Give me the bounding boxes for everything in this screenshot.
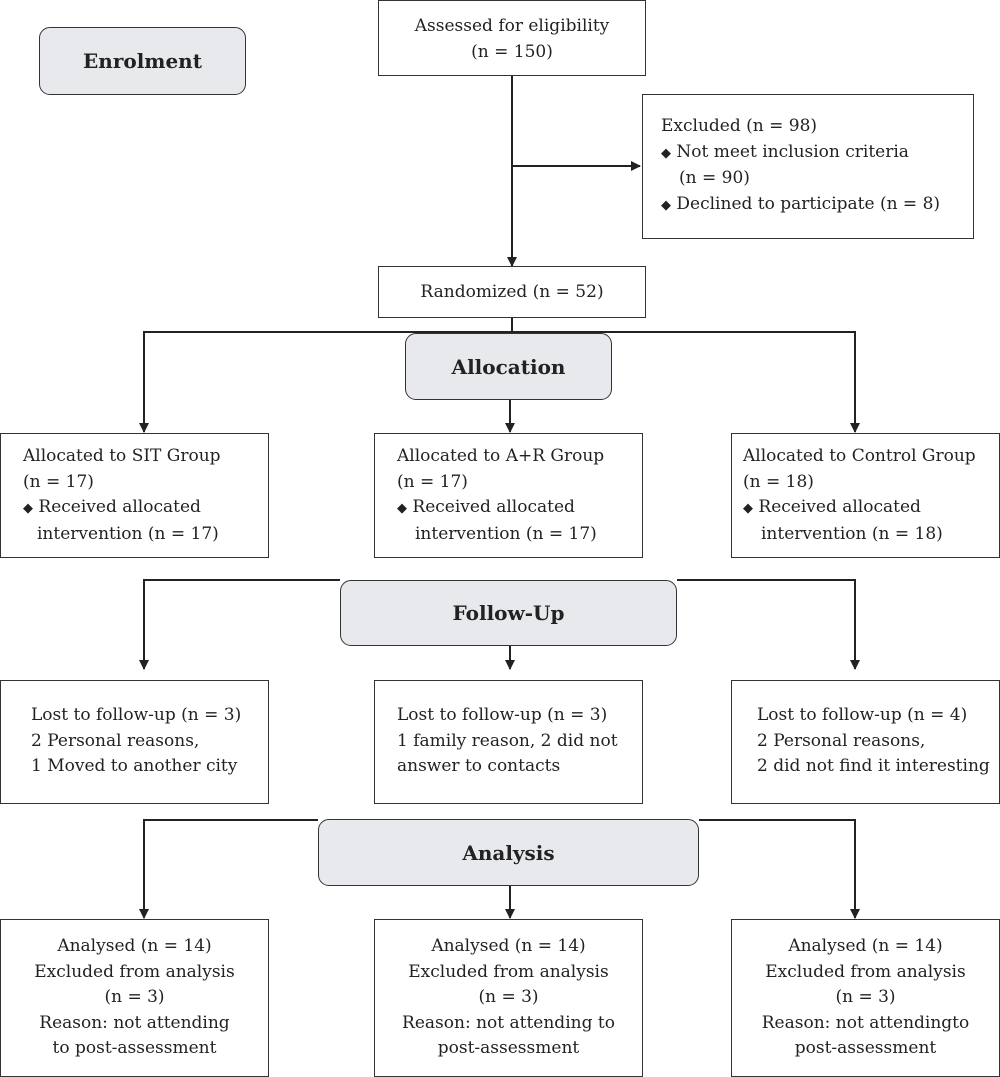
excluded-title: Excluded (n = 98) xyxy=(661,116,818,136)
analysis-box-control: Analysed (n = 14) Excluded from analysis… xyxy=(731,919,1000,1077)
assessed-count: (n = 150) xyxy=(471,41,553,62)
assessed-title: Assessed for eligibility xyxy=(414,16,610,36)
connector-followup-right xyxy=(677,579,860,670)
followup-reason: 2 did not find it interesting xyxy=(757,756,990,776)
stage-analysis: Analysis xyxy=(318,819,699,886)
connector-analysis-left xyxy=(139,819,318,919)
analysis-analysed: Analysed (n = 14) xyxy=(431,936,586,956)
followup-lost: Lost to follow-up (n = 3) xyxy=(397,705,608,725)
analysis-excluded: Excluded from analysis xyxy=(765,961,966,982)
assessed-box: Assessed for eligibility (n = 150) xyxy=(378,0,646,76)
excluded-item-declined: ◆ Declined to participate (n = 8) xyxy=(661,192,973,219)
allocation-box-sit: Allocated to SIT Group (n = 17) ◆ Receiv… xyxy=(0,433,269,558)
stage-enrolment: Enrolment xyxy=(39,27,246,95)
allocation-received: ◆ Received allocated xyxy=(743,495,999,522)
connector-followup-left xyxy=(139,579,340,670)
randomized-label: Randomized (n = 52) xyxy=(420,282,604,302)
excluded-item-declined-text: Declined to participate (n = 8) xyxy=(676,193,941,214)
followup-lost: Lost to follow-up (n = 4) xyxy=(757,705,968,725)
analysis-excluded-count: (n = 3) xyxy=(478,987,539,1007)
connector-allocation-right xyxy=(512,331,860,433)
allocation-count: (n = 17) xyxy=(23,471,94,492)
stage-follow-up: Follow-Up xyxy=(340,580,677,646)
allocation-received-text: Received allocated xyxy=(38,497,201,517)
analysis-analysed: Analysed (n = 14) xyxy=(788,936,943,956)
diamond-bullet-icon: ◆ xyxy=(661,145,671,161)
stage-allocation-label: Allocation xyxy=(451,354,566,379)
allocation-box-ar: Allocated to A+R Group (n = 17) ◆ Receiv… xyxy=(374,433,643,558)
followup-lost: Lost to follow-up (n = 3) xyxy=(31,705,242,725)
allocation-box-control: Allocated to Control Group (n = 18) ◆ Re… xyxy=(731,433,1000,558)
followup-reason: 2 Personal reasons, xyxy=(757,730,926,751)
analysis-reason: post-assessment xyxy=(794,1038,937,1058)
allocation-received-count: intervention (n = 17) xyxy=(415,523,597,544)
allocation-received: ◆ Received allocated xyxy=(23,495,268,522)
analysis-excluded-count: (n = 3) xyxy=(835,987,896,1007)
analysis-excluded: Excluded from analysis xyxy=(34,961,235,982)
followup-box-sit: Lost to follow-up (n = 3) 2 Personal rea… xyxy=(0,680,269,804)
excluded-item-criteria: ◆ Not meet inclusion criteria xyxy=(661,140,973,167)
stage-follow-up-label: Follow-Up xyxy=(452,601,565,625)
allocation-received-text: Received allocated xyxy=(412,497,575,517)
allocation-title: Allocated to Control Group xyxy=(743,446,976,466)
allocation-received-count: intervention (n = 17) xyxy=(37,523,219,544)
diamond-bullet-icon: ◆ xyxy=(397,501,407,516)
allocation-received-text: Received allocated xyxy=(758,497,921,517)
analysis-reason: post-assessment xyxy=(437,1038,580,1058)
analysis-reason: Reason: not attendingto xyxy=(761,1012,970,1033)
allocation-title: Allocated to A+R Group xyxy=(397,446,605,466)
excluded-item-criteria-count: (n = 90) xyxy=(679,168,750,188)
followup-box-control: Lost to follow-up (n = 4) 2 Personal rea… xyxy=(731,680,1000,804)
allocation-count: (n = 17) xyxy=(397,471,468,492)
followup-reason: 1 Moved to another city xyxy=(31,756,238,776)
excluded-box: Excluded (n = 98) ◆ Not meet inclusion c… xyxy=(642,94,974,239)
analysis-box-sit: Analysed (n = 14) Excluded from analysis… xyxy=(0,919,269,1077)
followup-reason: 2 Personal reasons, xyxy=(31,730,200,751)
allocation-count: (n = 18) xyxy=(743,471,814,492)
connector-analysis-right xyxy=(699,819,860,919)
analysis-reason: to post-assessment xyxy=(52,1038,217,1058)
randomized-box: Randomized (n = 52) xyxy=(378,266,646,318)
allocation-title: Allocated to SIT Group xyxy=(23,446,221,466)
allocation-received-count: intervention (n = 18) xyxy=(761,523,943,544)
diamond-bullet-icon: ◆ xyxy=(743,501,753,516)
analysis-reason: Reason: not attending to xyxy=(402,1012,615,1033)
followup-box-ar: Lost to follow-up (n = 3) 1 family reaso… xyxy=(374,680,643,804)
analysis-excluded-count: (n = 3) xyxy=(104,987,165,1007)
diamond-bullet-icon: ◆ xyxy=(23,501,33,516)
connector-allocation-left xyxy=(139,318,513,433)
analysis-box-ar: Analysed (n = 14) Excluded from analysis… xyxy=(374,919,643,1077)
followup-reason: 1 family reason, 2 did not xyxy=(397,730,618,751)
stage-analysis-label: Analysis xyxy=(462,840,555,865)
stage-allocation: Allocation xyxy=(405,333,612,400)
excluded-item-criteria-text: Not meet inclusion criteria xyxy=(676,141,909,162)
followup-reason: answer to contacts xyxy=(397,756,561,776)
stage-enrolment-label: Enrolment xyxy=(83,49,202,73)
analysis-excluded: Excluded from analysis xyxy=(408,961,609,982)
analysis-analysed: Analysed (n = 14) xyxy=(57,936,212,956)
allocation-received: ◆ Received allocated xyxy=(397,495,642,522)
analysis-reason: Reason: not attending xyxy=(39,1012,230,1033)
diamond-bullet-icon: ◆ xyxy=(661,197,671,213)
